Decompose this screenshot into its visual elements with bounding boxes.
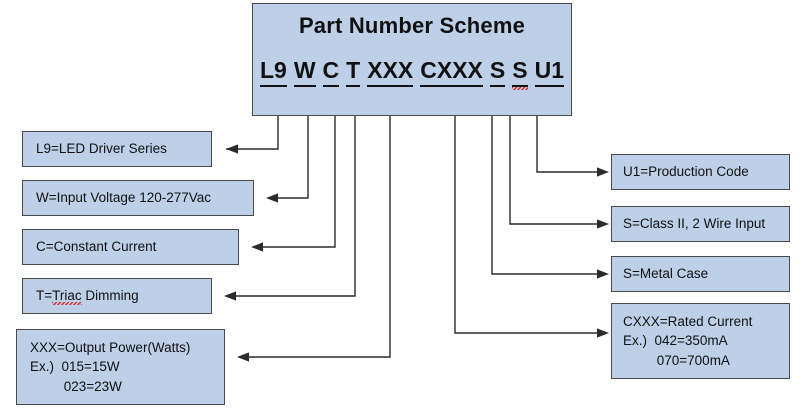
pn-segment-cxxx: CXXX (420, 57, 483, 87)
arrowhead-s-metal-case (597, 269, 609, 279)
pn-segment-w: W (293, 57, 316, 87)
pn-segment-s-metal: S (489, 57, 506, 87)
arrowhead-l9 (226, 144, 238, 154)
wire-w (268, 116, 309, 199)
legend-text-line-1: CXXX=Rated Current (623, 314, 753, 330)
legend-text: S=Metal Case (623, 266, 709, 282)
arrowhead-s-class-ii (597, 219, 609, 229)
title-box: Part Number Scheme L9 W C T XXX CXXX S S… (252, 3, 572, 116)
wire-s-metal-case (491, 116, 597, 275)
pn-segment-t: T (346, 57, 361, 87)
page-title: Part Number Scheme (298, 13, 526, 38)
legend-text: C=Constant Current (36, 239, 157, 255)
legend-box-production-code: U1=Production Code (611, 154, 790, 190)
legend-box-constant-current: C=Constant Current (22, 229, 239, 265)
legend-text: T=Triac Dimming (36, 288, 211, 305)
legend-box-input-voltage: W=Input Voltage 120-277Vac (22, 180, 254, 216)
legend-text-line-2: Ex.) 015=15W (30, 359, 120, 375)
pn-segment-l9: L9 (259, 57, 287, 87)
legend-text-line-3: 023=23W (30, 378, 122, 394)
legend-text-line-2: Ex.) 042=350mA (623, 333, 728, 349)
legend-text: S=Class II, 2 Wire Input (623, 216, 766, 232)
pn-segment-c: C (322, 57, 340, 87)
arrowhead-c (251, 242, 263, 252)
wire-u1 (536, 116, 597, 173)
legend-box-metal-case: S=Metal Case (611, 256, 790, 292)
legend-text: W=Input Voltage 120-277Vac (36, 190, 211, 206)
legend-text: U1=Production Code (623, 164, 749, 180)
wire-s-class-ii (509, 116, 597, 225)
arrowhead-xxx (237, 352, 249, 362)
legend-box-led-driver-series: L9=LED Driver Series (22, 131, 212, 167)
legend-text-line-1: XXX=Output Power(Watts) (30, 340, 191, 356)
legend-box-rated-current: CXXX=Rated Current Ex.) 042=350mA 070=70… (611, 303, 790, 379)
legend-box-class-ii-2-wire-input: S=Class II, 2 Wire Input (611, 206, 790, 242)
pn-segment-xxx: XXX (367, 57, 414, 87)
legend-box-output-power: XXX=Output Power(Watts) Ex.) 015=15W 023… (16, 329, 225, 405)
pn-segment-u1: U1 (534, 57, 564, 87)
legend-text: L9=LED Driver Series (36, 141, 167, 157)
legend-text-line-3: 070=700mA (623, 352, 730, 368)
legend-text-suffix: Dimming (81, 288, 139, 304)
wire-xxx (239, 116, 391, 358)
wire-c (253, 116, 336, 248)
legend-box-triac-dimming: T=Triac Dimming (22, 278, 212, 314)
legend-text-prefix: T= (36, 288, 53, 304)
pn-segment-s-class: S (512, 57, 528, 90)
arrowhead-w (266, 193, 278, 203)
part-number-string: L9 W C T XXX CXXX S S U1 (259, 57, 564, 90)
arrowhead-t (224, 291, 236, 301)
legend-text-misspelled-word: Triac (52, 288, 82, 305)
arrowhead-cxxx (597, 328, 609, 338)
arrowhead-u1 (597, 167, 609, 177)
wire-l9 (226, 116, 279, 150)
wire-cxxx (454, 116, 597, 334)
